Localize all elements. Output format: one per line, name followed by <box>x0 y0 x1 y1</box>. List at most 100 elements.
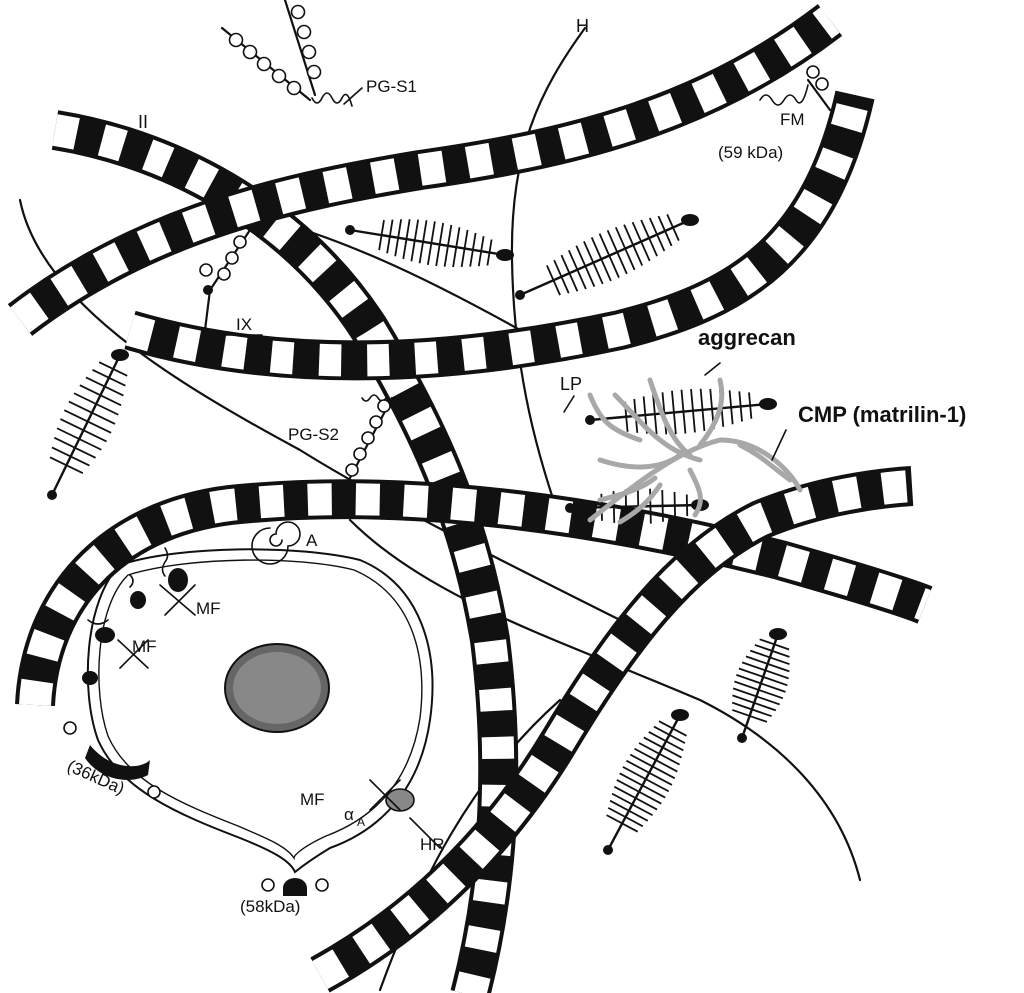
label-58kda: (58kDa) <box>240 897 300 916</box>
link-protein <box>681 214 699 226</box>
aggregate-bottom-right <box>603 709 689 855</box>
gag-chain <box>606 229 628 275</box>
gag-chain <box>749 649 790 666</box>
chondrocyte-cell <box>63 521 441 896</box>
g3-domain <box>47 490 57 500</box>
gag-chain <box>560 254 579 292</box>
label-collagen-ix: IX <box>236 315 252 334</box>
gag-chain <box>673 492 677 520</box>
gag-chain <box>92 368 126 387</box>
gag-chain <box>732 709 768 723</box>
label-collagen-ii: II <box>138 112 148 132</box>
gag-chain <box>59 418 107 443</box>
gag-chain <box>690 388 696 433</box>
gag-chain <box>435 222 445 267</box>
gag-chain <box>614 226 636 271</box>
gag-chain <box>640 219 658 257</box>
g3-domain <box>515 290 525 300</box>
line-lower-right <box>348 518 862 882</box>
gag-chain <box>748 392 753 419</box>
g3-domain <box>585 415 595 425</box>
gag-chain <box>469 232 477 267</box>
gag-chain <box>619 772 666 799</box>
gag-chain <box>607 807 644 828</box>
gag-chain <box>648 731 684 752</box>
link-protein <box>671 709 689 721</box>
label-mf-3: MF <box>300 790 325 809</box>
gag-chain <box>486 239 493 266</box>
gag-chain <box>754 644 790 658</box>
label-cmp: CMP (matrilin-1) <box>798 402 966 427</box>
g3-domain <box>603 845 613 855</box>
aggregate-far-right <box>731 628 790 743</box>
label-alpha-sub: A <box>357 815 365 829</box>
gag-chain <box>734 680 784 700</box>
label-fm: FM <box>780 110 805 129</box>
pg-s1-molecule <box>220 0 363 107</box>
gag-chain <box>452 227 461 268</box>
gag-chain <box>759 638 790 651</box>
gag-chain <box>98 361 128 377</box>
gag-chain <box>63 409 112 434</box>
gag-chain <box>73 392 119 416</box>
gag-chain <box>616 779 662 805</box>
gag-chain <box>613 785 658 811</box>
link-protein <box>759 398 777 410</box>
g3-domain <box>565 503 575 513</box>
gag-chain <box>460 229 469 268</box>
collagen-ix-feature <box>138 228 263 336</box>
core-protein <box>569 503 701 510</box>
aggregate-left <box>47 349 129 500</box>
gag-chain <box>631 221 651 262</box>
core-protein <box>589 402 769 422</box>
gag-chain <box>653 725 686 744</box>
gag-chain <box>394 219 403 257</box>
label-fm-kda: (59 kDa) <box>718 143 783 162</box>
gag-chain <box>625 759 673 786</box>
gag-chain <box>79 384 122 407</box>
core-protein <box>606 714 682 851</box>
core-protein <box>50 354 122 496</box>
gag-chain <box>553 259 570 294</box>
gag-chain <box>680 389 687 434</box>
aggregate-aggrecan <box>585 388 777 435</box>
gag-chain <box>609 799 649 822</box>
gag-chain <box>85 376 124 397</box>
gag-chain <box>56 427 102 451</box>
gag-chain <box>643 736 682 759</box>
protein-36kda <box>85 745 150 780</box>
gag-chain <box>402 219 411 260</box>
gag-chain <box>410 219 420 262</box>
gag-chain <box>567 249 587 290</box>
label-pg-s2: PG-S2 <box>288 425 339 444</box>
gag-chain <box>386 219 394 254</box>
label-mf-2: MF <box>132 637 157 656</box>
gag-chain <box>590 236 612 282</box>
gag-chain <box>738 667 788 687</box>
gag-chain <box>638 742 680 766</box>
gag-chain <box>671 390 677 435</box>
gag-chain <box>658 720 687 737</box>
gag-chain <box>426 221 436 265</box>
proteoglycan-aggregates <box>47 213 790 855</box>
g3-domain <box>345 225 355 235</box>
gag-chain <box>68 400 116 425</box>
gag-chain <box>741 661 789 680</box>
gag-chain <box>634 747 678 773</box>
protein-58kda <box>283 878 307 896</box>
label-alpha: α <box>344 805 354 824</box>
gag-chain <box>49 456 84 475</box>
gag-chain <box>583 241 604 285</box>
label-a: A <box>306 531 318 550</box>
label-lp: LP <box>560 374 582 394</box>
gag-chain <box>623 224 644 266</box>
collagen-fibrils <box>7 4 933 993</box>
gag-chain <box>666 213 680 242</box>
pg-s2-molecule <box>345 394 394 480</box>
gag-chain <box>378 219 385 251</box>
gag-chain <box>736 674 786 693</box>
label-hr: HR <box>420 835 445 854</box>
core-protein <box>519 218 691 297</box>
gag-chain <box>657 215 673 247</box>
